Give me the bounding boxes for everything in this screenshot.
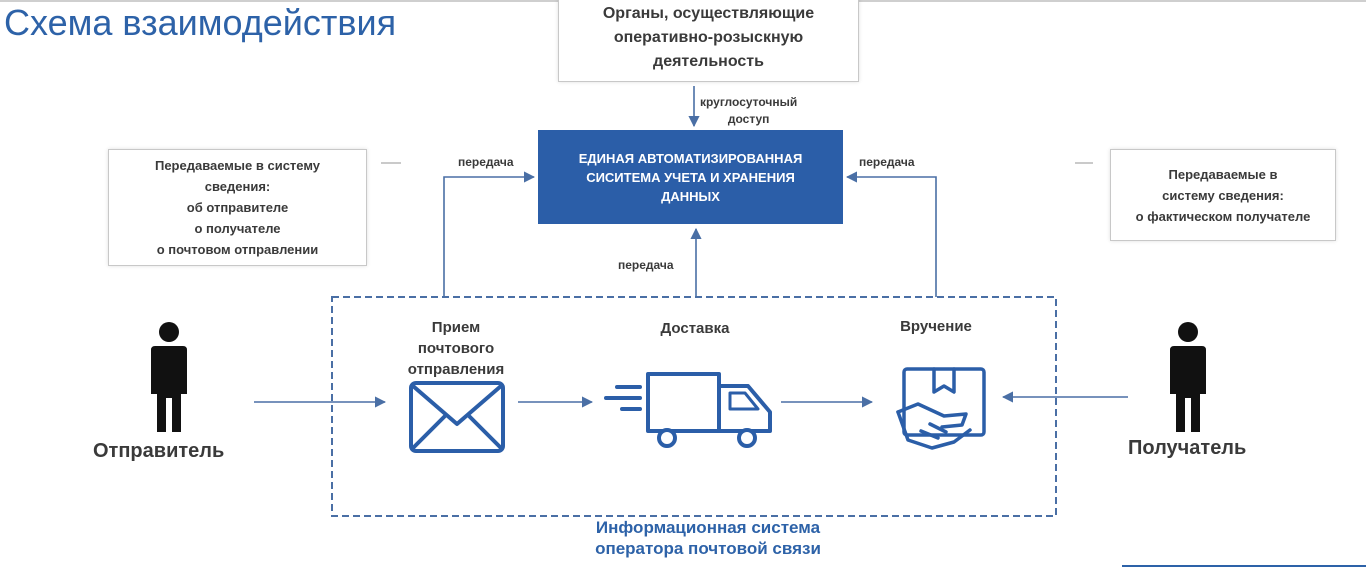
recipient-label: Получатель xyxy=(1128,437,1247,459)
sender-label: Отправитель xyxy=(93,440,225,462)
recipient-person-icon xyxy=(1170,322,1206,432)
step-delivery-label: Доставка xyxy=(660,320,730,337)
information-system-frame xyxy=(331,296,1057,517)
step-reception-label: Прием почтового отправления xyxy=(395,317,517,380)
right-info-line-2: систему сведения: xyxy=(1162,187,1284,203)
package-handover-icon xyxy=(896,367,986,450)
access-label: круглосуточный доступ xyxy=(700,94,797,128)
left-info-line-1: Передаваемые в систему xyxy=(154,158,321,173)
left-info-box: Передаваемые в систему сведения: об отпр… xyxy=(108,149,367,266)
information-system-caption: Информационная система оператора почтово… xyxy=(548,517,868,559)
page-title: Схема взаимодействия xyxy=(4,2,397,43)
step-reception-line-2: почтового xyxy=(417,340,495,357)
access-label-line-1: круглосуточный xyxy=(700,95,798,109)
system-caption-line-2: оператора почтовой связи xyxy=(595,539,821,558)
central-system-box: ЕДИНАЯ АВТОМАТИЗИРОВАННАЯ СИСИТЕМА УЧЕТА… xyxy=(538,130,843,224)
organs-line-2: оперативно-розыскную xyxy=(613,29,804,46)
access-label-line-2: доступ xyxy=(727,112,770,126)
system-caption-line-1: Информационная система xyxy=(595,518,821,537)
arrow-handover-to-central xyxy=(845,171,937,297)
transfer-label-middle: передача xyxy=(618,258,674,272)
delivery-truck-icon xyxy=(604,372,772,448)
transfer-label-right: передача xyxy=(859,155,915,169)
organs-line-1: Органы, осуществляющие xyxy=(602,5,815,22)
step-reception-line-3: отправления xyxy=(407,361,505,378)
step-handover-label: Вручение xyxy=(900,318,972,335)
right-info-line-3: о фактическом получателе xyxy=(1135,208,1311,224)
left-info-line-4: о получателе xyxy=(194,221,281,236)
organs-line-3: деятельность xyxy=(653,53,764,70)
envelope-icon xyxy=(409,381,505,453)
organs-box: Органы, осуществляющие оперативно-розыск… xyxy=(558,0,859,82)
central-line-1: ЕДИНАЯ АВТОМАТИЗИРОВАННАЯ xyxy=(578,150,803,166)
transfer-label-left: передача xyxy=(458,155,514,169)
sender-person-icon xyxy=(151,322,187,432)
central-line-3: ДАННЫХ xyxy=(661,188,720,204)
step-reception-line-1: Прием xyxy=(431,319,481,336)
arrow-reception-to-central xyxy=(443,171,536,297)
right-info-box: Передаваемые в систему сведения: о факти… xyxy=(1110,149,1336,241)
right-info-line-1: Передаваемые в xyxy=(1168,166,1278,182)
left-info-line-5: о почтовом отправлении xyxy=(156,242,319,257)
left-info-line-3: об отправителе xyxy=(186,200,289,215)
central-line-2: СИСИТЕМА УЧЕТА И ХРАНЕНИЯ xyxy=(586,169,795,185)
left-info-line-2: сведения: xyxy=(204,179,271,194)
